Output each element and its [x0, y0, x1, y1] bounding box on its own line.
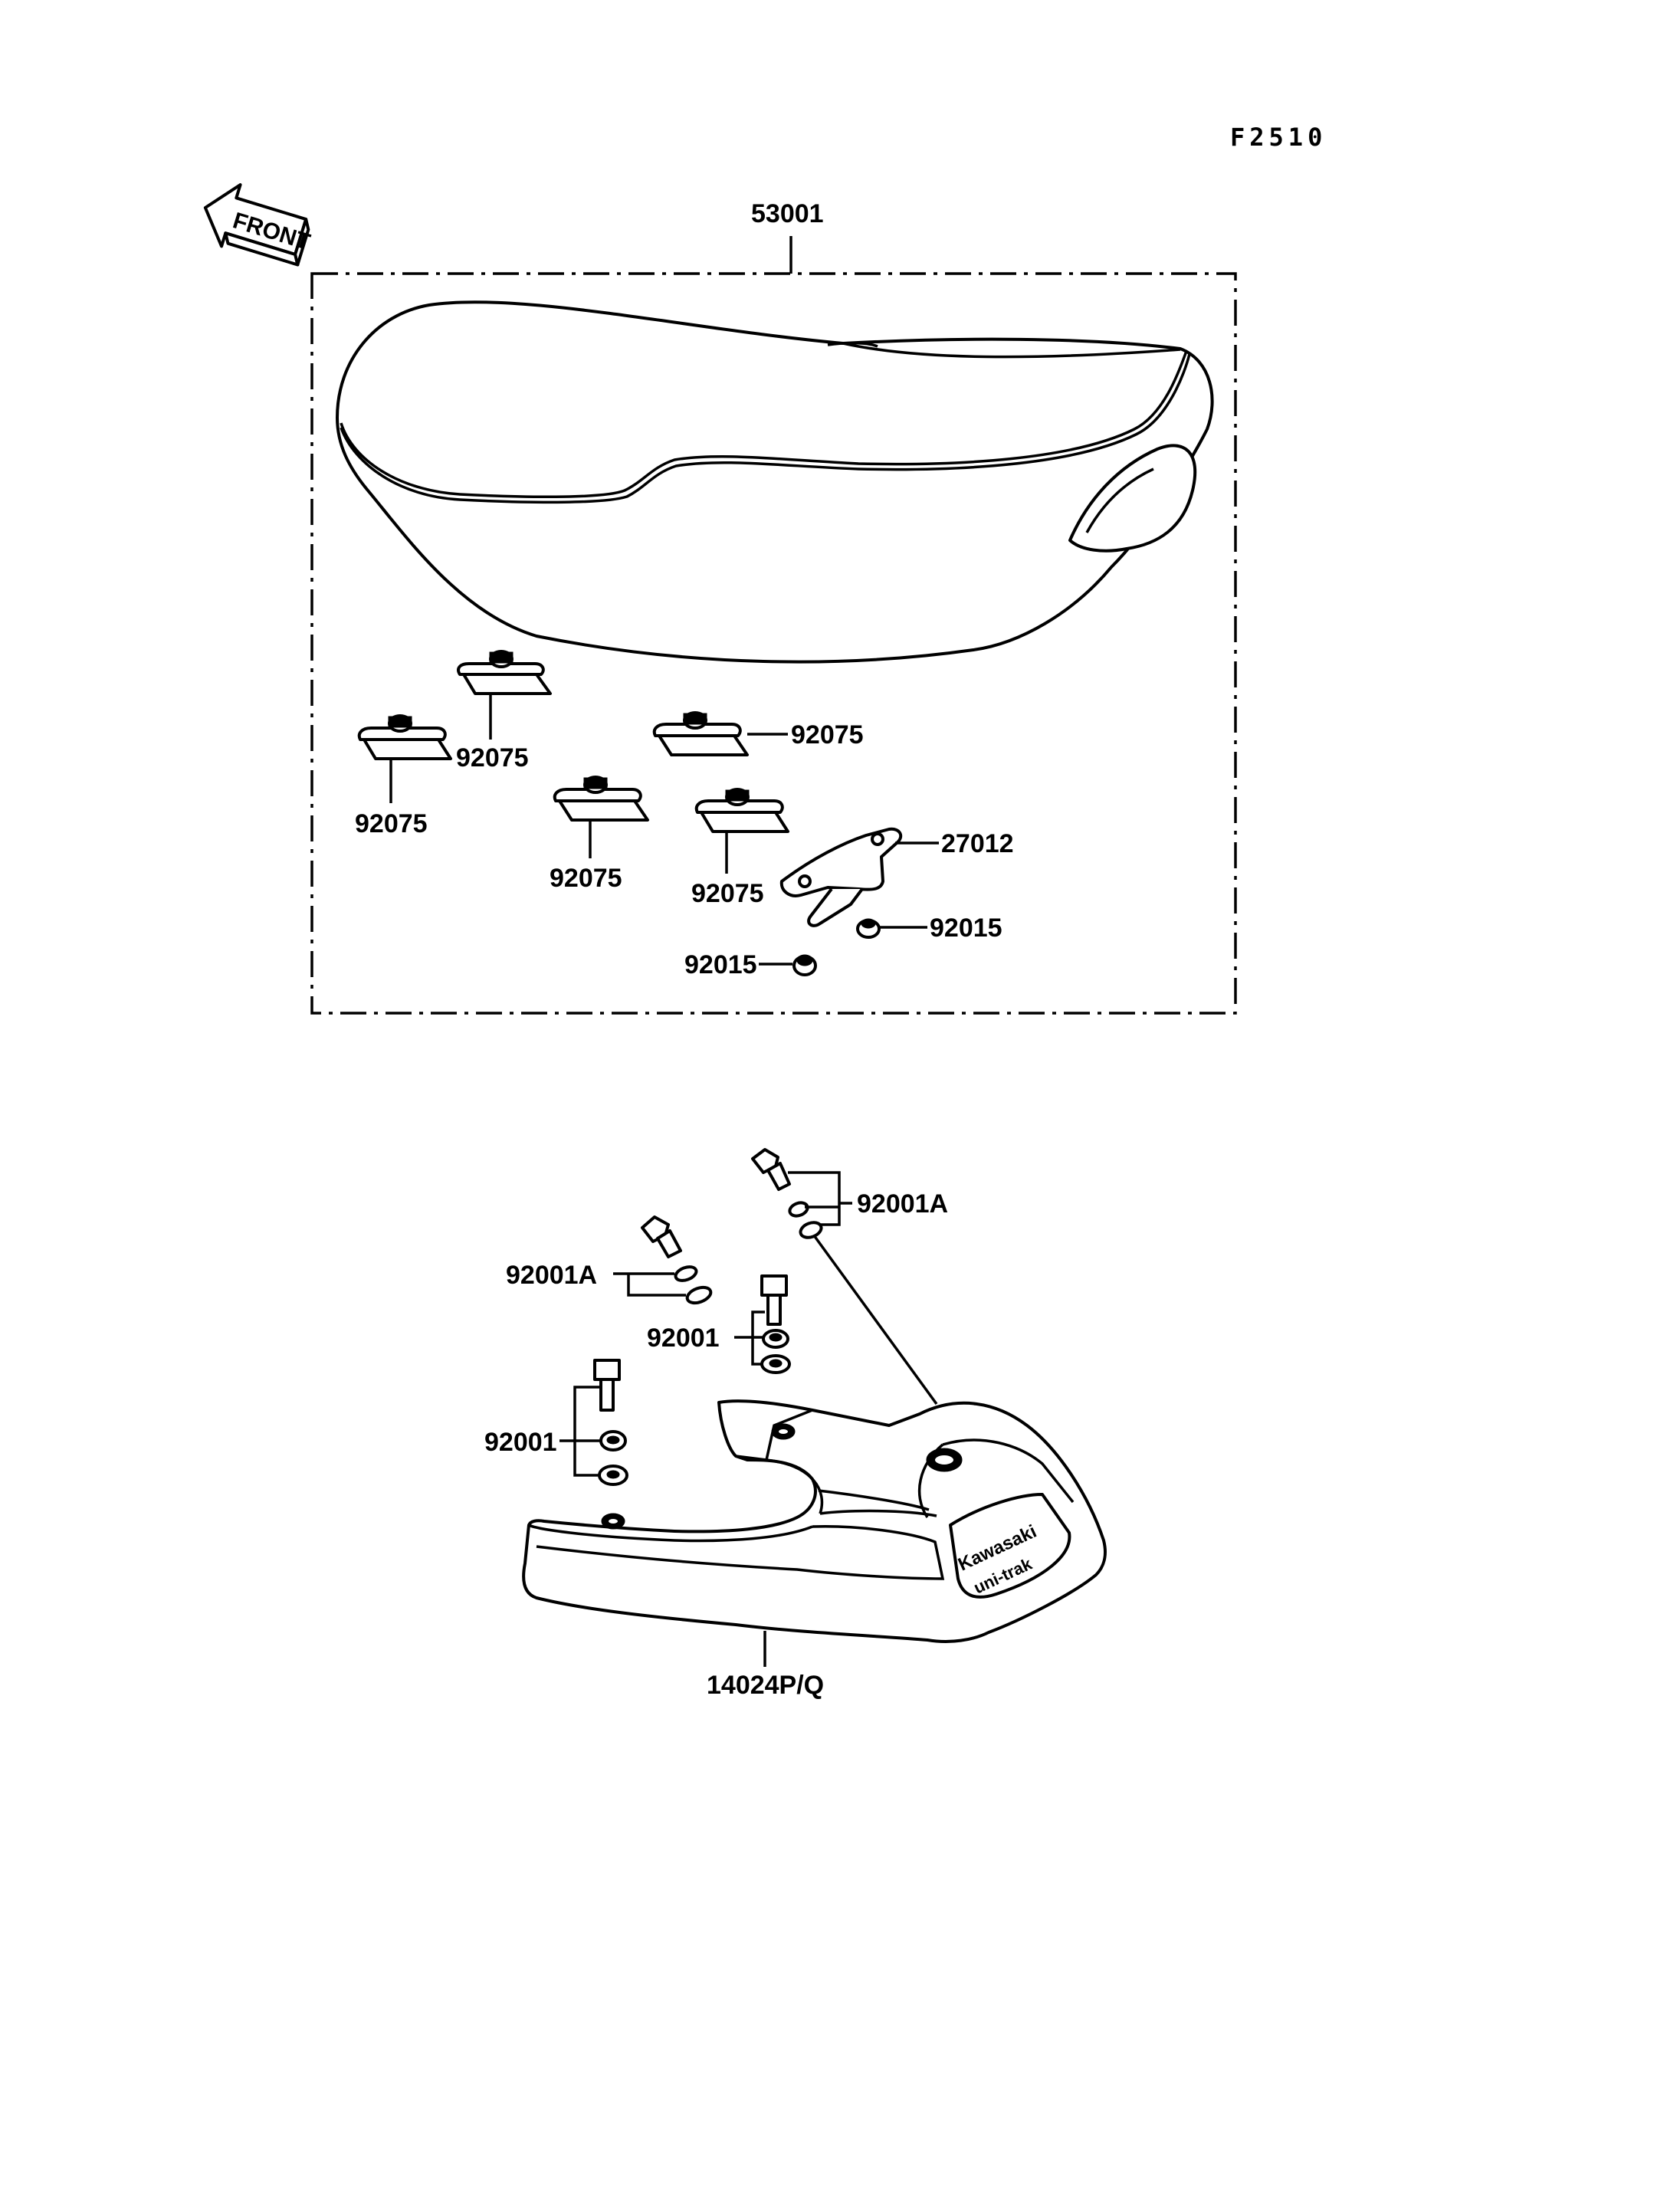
nut-right-icon: [856, 918, 881, 939]
bolt-middle-label: 92001: [647, 1324, 720, 1353]
bolt-lower-label: 92001: [484, 1428, 557, 1457]
washer-lower-2-icon: [598, 1465, 628, 1486]
rubber-damper-2: [357, 714, 452, 760]
seat-assembly-label: 53001: [751, 199, 824, 228]
washer-upper-left-1-icon: [674, 1265, 698, 1282]
bolt-middle-bracket: [734, 1310, 765, 1366]
bolt-upper-left-icon: [641, 1215, 682, 1258]
rubber-damper-1: [457, 650, 552, 695]
bolt-upper-left-bracket: [613, 1272, 686, 1297]
bolt-middle-icon: [760, 1274, 788, 1326]
damper-label-5: 92075: [691, 879, 764, 908]
washer-middle-2-icon: [760, 1354, 791, 1374]
nut-left-label: 92015: [684, 950, 757, 979]
bolt-upper-left-label: 92001A: [506, 1261, 597, 1290]
damper-label-2: 92075: [355, 809, 428, 838]
seat-drawing: [336, 300, 1214, 664]
seat-group-frame: [310, 272, 1237, 1015]
rubber-damper-5: [694, 788, 789, 833]
washer-middle-1-icon: [762, 1329, 789, 1349]
bolt-upper-right-guide: [812, 1234, 938, 1406]
figure-code: F2510: [1230, 123, 1327, 152]
washer-lower-1-icon: [599, 1430, 627, 1451]
bolt-upper-right-bracket: [788, 1171, 852, 1226]
damper-label-3: 92075: [791, 720, 864, 750]
bolt-upper-right-label: 92001A: [857, 1189, 948, 1219]
damper-label-4: 92075: [550, 864, 622, 893]
nut-left-icon: [792, 954, 817, 976]
grab-rail-drawing: Kawasaki uni-trak: [522, 1399, 1107, 1643]
nut-right-label: 92015: [930, 914, 1002, 943]
rubber-damper-4: [553, 776, 649, 822]
washer-upper-left-2-icon: [685, 1285, 713, 1305]
grab-rail-label: 14024P/Q: [707, 1671, 824, 1700]
seat-bracket: [779, 827, 903, 927]
rubber-damper-3: [652, 711, 749, 756]
front-arrow-icon: FRONT: [203, 183, 313, 267]
bracket-label: 27012: [941, 829, 1014, 858]
bolt-lower-bracket: [559, 1386, 601, 1477]
washer-upper-right-1-icon: [788, 1201, 809, 1218]
bolt-lower-icon: [593, 1359, 621, 1412]
bolt-upper-right-icon: [751, 1148, 791, 1191]
damper-label-1: 92075: [456, 743, 529, 772]
washer-upper-right-2-icon: [799, 1221, 823, 1239]
